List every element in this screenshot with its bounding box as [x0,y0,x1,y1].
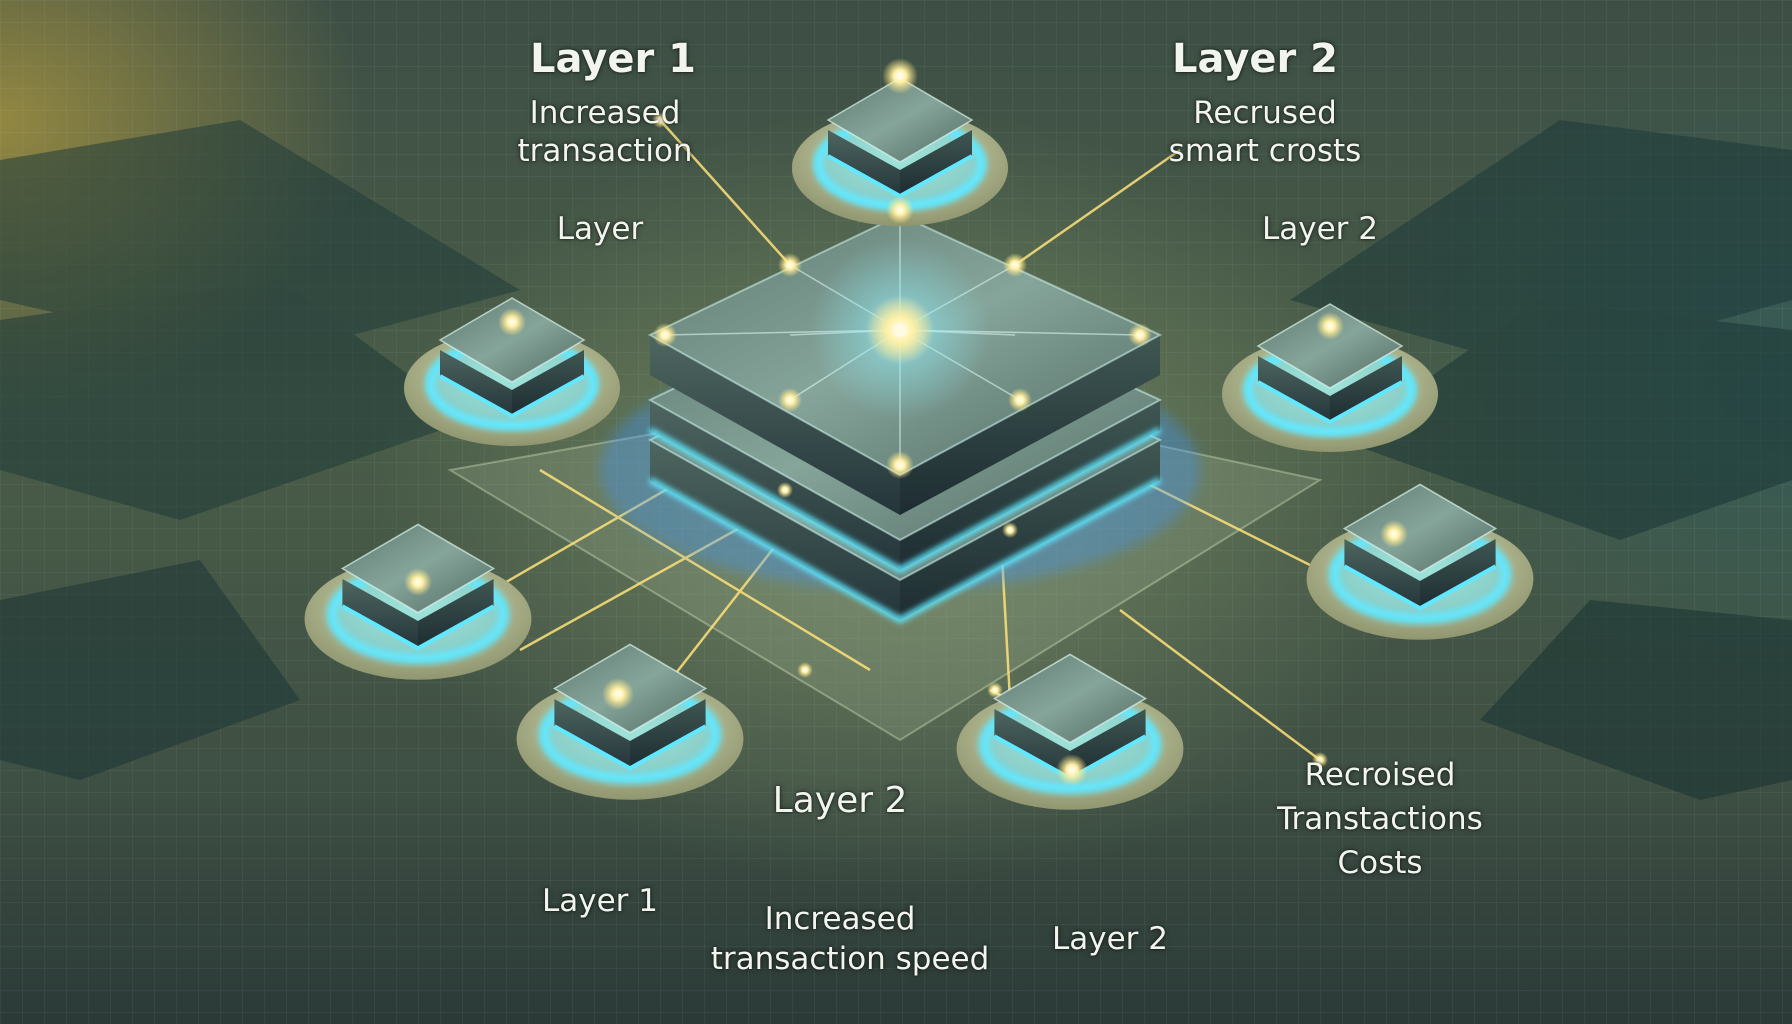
label-bottom-left: Layer 1 [541,883,658,919]
label-top-left-layer: Layer [556,211,644,247]
node-block-top [992,653,1148,744]
node-block-left [828,130,900,196]
node-block-right [1070,709,1146,779]
node-glow-core [818,122,982,206]
label-right-line1: Recroised [1304,757,1456,793]
node-block-glow [1343,564,1497,611]
node-mid-right [1306,483,1534,640]
label-bottom-center-line1: Increased [764,901,916,937]
label-center-bottom: Layer 2 [772,780,908,821]
node-block-right [512,350,584,416]
label-top-right-layer: Layer 2 [1261,211,1378,247]
glow-point-core [509,319,515,325]
node-block-left [554,699,630,769]
node-block-top [1256,303,1404,389]
glow-point-core [787,262,793,268]
connection-line [1014,148,1181,267]
node-block-left [440,350,512,416]
glow-point-core [1068,766,1076,774]
label-bottom-center-line2: transaction speed [710,941,990,977]
node-right [1222,303,1438,452]
label-right-line3: Costs [1337,845,1423,881]
node-block-right [900,130,972,196]
glow-point-core [1137,332,1143,338]
node-block-left [994,709,1070,779]
node-block-left [1258,356,1330,422]
stack-side-right [900,440,1160,620]
glow-point-core [1391,531,1397,537]
node-block-glow [439,374,585,419]
glow-point-core [1327,323,1333,329]
node-block-left [1344,539,1420,609]
glow-point-core [658,118,662,122]
stack-glow-edge [648,477,1162,624]
right-side-panels [1290,120,1792,800]
node-block-glow [1257,380,1403,425]
node-block-top [438,297,586,383]
node-glow-core [1248,348,1412,432]
node-glow-core [543,690,717,779]
glow-point-core [1017,397,1023,403]
label-top-right-line1: Recrused [1193,95,1337,131]
glow-point-core [896,72,904,80]
connection-line [1119,609,1321,761]
glow-point-core [783,488,787,492]
node-block-right [1330,356,1402,422]
glow-point-core [662,332,668,338]
node-glow-core [430,342,594,426]
node-block-glow [341,604,495,651]
label-top-right-title: Layer 2 [1172,36,1338,82]
connection-line [659,119,791,266]
glow-point-core [993,688,997,692]
node-top [792,77,1008,226]
node-glow-core [1333,530,1507,619]
glow-point-core [897,462,903,468]
connection-line [539,468,871,672]
glow-point-core [614,690,622,698]
glow-point-core [803,668,807,672]
label-right-line2: Transtactions [1277,801,1483,837]
node-block-top [1342,483,1498,574]
glow-point-core [1318,758,1322,762]
stack-side-left [650,440,900,620]
glow-point-core [897,207,903,213]
node-block-top [826,77,974,163]
node-block-left [342,579,418,649]
label-top-right-line2: smart crosts [1168,133,1362,169]
stack-side-right [900,335,1160,515]
stack-side-left [650,400,900,570]
stack-glow-edge [648,427,1162,574]
node-glow-core [983,700,1157,789]
stack-side-left [650,335,900,515]
glow-point-core [1008,528,1012,532]
node-left [404,297,620,446]
glow-points [404,58,1408,786]
stack-side-right [900,400,1160,570]
node-block-right [1420,539,1496,609]
node-block-glow [553,724,707,771]
glow-point-core [415,579,421,585]
glow-point-core [1012,262,1018,268]
label-bottom-right: Layer 2 [1051,921,1168,957]
glow-point-core [893,323,907,337]
left-side-panels [0,120,520,780]
label-top-left-line2: transaction [517,133,693,169]
label-top-left-title: Layer 1 [530,36,696,82]
node-block-right [630,699,706,769]
node-block-right [418,579,494,649]
glow-point-core [787,397,793,403]
node-glow-core [331,570,505,659]
label-top-left-line1: Increased [529,95,681,131]
